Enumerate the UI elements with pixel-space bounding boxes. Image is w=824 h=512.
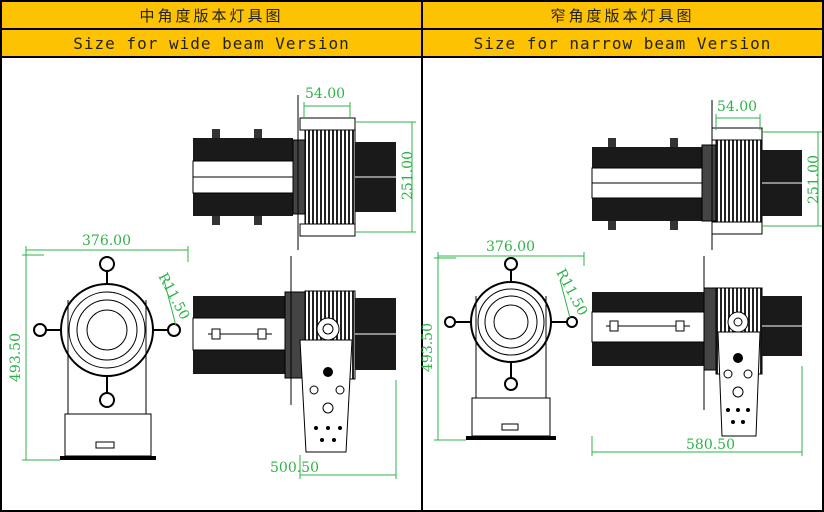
left-front-view <box>33 256 181 460</box>
left-top-height-label: 251.00 <box>400 151 416 200</box>
right-front-width-label: 376.00 <box>486 239 535 255</box>
left-header-en: Size for wide beam Version <box>2 30 421 58</box>
left-top-view <box>192 95 396 250</box>
panel-divider <box>421 0 423 512</box>
left-dimensions <box>22 102 416 479</box>
right-dimensions <box>434 114 822 456</box>
right-header-cn: 窄角度版本灯具图 <box>423 2 822 30</box>
right-front-view <box>444 257 578 440</box>
left-front-height-label: 493.50 <box>8 333 24 382</box>
right-side-view <box>591 256 802 437</box>
right-front-height-label: 493.50 <box>420 323 436 372</box>
right-radius-label: R11.50 <box>552 266 590 318</box>
left-top-width-label: 54.00 <box>305 86 345 102</box>
right-side-length-label: 580.50 <box>686 437 735 453</box>
right-header-en: Size for narrow beam Version <box>423 30 822 58</box>
right-top-width-label: 54.00 <box>717 99 757 115</box>
left-header-cn: 中角度版本灯具图 <box>2 2 421 30</box>
left-front-width-label: 376.00 <box>82 233 131 249</box>
right-top-view <box>591 100 802 250</box>
right-top-height-label: 251.00 <box>806 155 822 204</box>
left-side-length-label: 500.50 <box>270 460 319 476</box>
left-side-view <box>192 256 396 453</box>
